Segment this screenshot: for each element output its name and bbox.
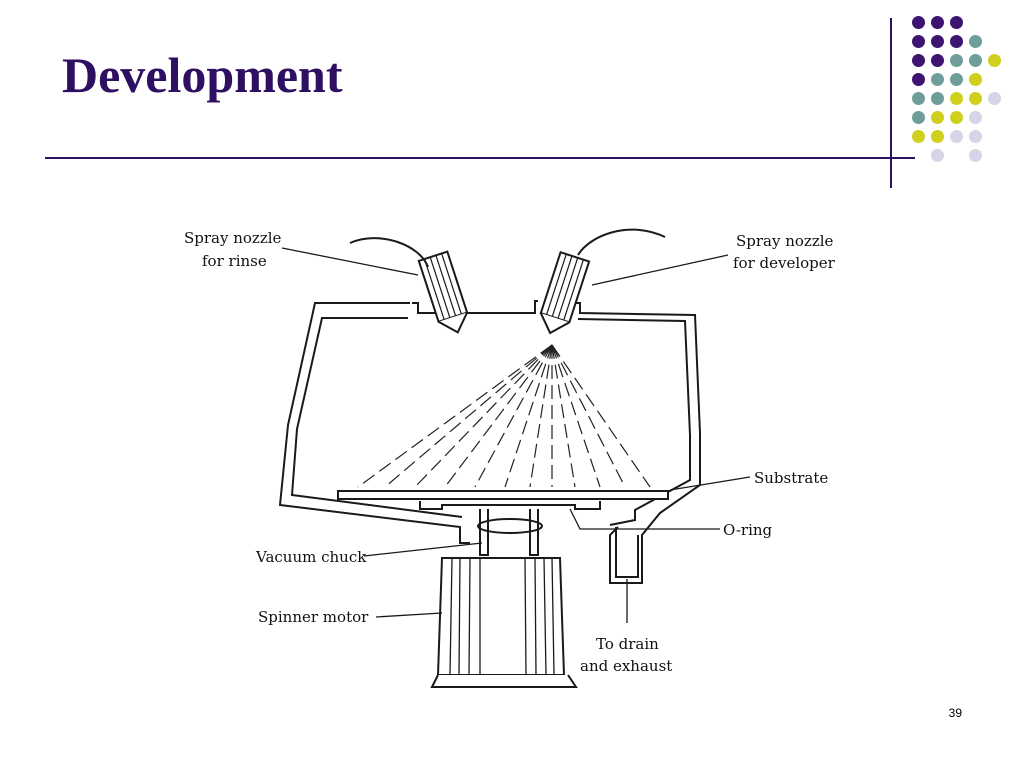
label-spray-rinse-line2: for rinse bbox=[202, 252, 267, 270]
leader-motor bbox=[375, 612, 443, 618]
dot bbox=[969, 54, 982, 67]
dot bbox=[950, 35, 963, 48]
dot bbox=[969, 73, 982, 86]
dot bbox=[950, 92, 963, 105]
dot bbox=[969, 130, 982, 143]
spinner-motor-base bbox=[430, 674, 578, 688]
dot bbox=[969, 35, 982, 48]
label-substrate: Substrate bbox=[754, 469, 828, 487]
dot bbox=[912, 35, 925, 48]
leader-substrate bbox=[669, 476, 751, 491]
developer-nozzle bbox=[539, 250, 591, 335]
decorative-dot-grid bbox=[0, 0, 1024, 200]
label-o-ring: O-ring bbox=[723, 521, 773, 539]
chuck-top bbox=[419, 501, 601, 510]
dot bbox=[912, 73, 925, 86]
chamber-outer-wall bbox=[412, 300, 701, 584]
dot bbox=[950, 130, 963, 143]
dot bbox=[988, 92, 1001, 105]
dot bbox=[931, 54, 944, 67]
chamber-inner-wall bbox=[290, 317, 463, 518]
dot bbox=[950, 16, 963, 29]
dot bbox=[912, 130, 925, 143]
dot bbox=[912, 92, 925, 105]
label-drain-line2: and exhaust bbox=[580, 657, 672, 675]
dot bbox=[912, 111, 925, 124]
vacuum-rotation-arrow bbox=[477, 518, 543, 534]
dot bbox=[969, 92, 982, 105]
dot bbox=[931, 92, 944, 105]
page-number: 39 bbox=[948, 706, 962, 720]
slide-title: Development bbox=[62, 47, 343, 103]
motor-ribs bbox=[449, 557, 555, 676]
dot bbox=[969, 111, 982, 124]
dot bbox=[931, 130, 944, 143]
dot bbox=[931, 111, 944, 124]
dot bbox=[950, 111, 963, 124]
dot bbox=[969, 149, 982, 162]
dot bbox=[931, 73, 944, 86]
rinse-nozzle bbox=[417, 250, 469, 334]
label-spinner-motor: Spinner motor bbox=[258, 608, 369, 626]
dot bbox=[988, 54, 1001, 67]
label-spray-developer-line1: Spray nozzle bbox=[736, 232, 834, 250]
leader-rinse bbox=[281, 247, 419, 276]
label-vacuum-chuck: Vacuum chuck bbox=[255, 548, 367, 566]
chamber-inner-right bbox=[577, 318, 691, 526]
vertical-divider bbox=[890, 18, 892, 188]
drain-pipe bbox=[615, 527, 639, 578]
dot bbox=[931, 35, 944, 48]
label-spray-developer-line2: for developer bbox=[733, 254, 836, 272]
chamber-outer-left bbox=[278, 302, 470, 544]
label-drain-line1: To drain bbox=[596, 635, 659, 653]
dot bbox=[931, 16, 944, 29]
dot bbox=[950, 73, 963, 86]
title-divider bbox=[45, 157, 915, 159]
development-spinner-diagram: Spray nozzle for rinse Spray nozzle for … bbox=[184, 228, 836, 688]
label-spray-rinse-line1: Spray nozzle bbox=[184, 229, 282, 247]
dot bbox=[912, 16, 925, 29]
leader-oring bbox=[569, 508, 720, 530]
dot bbox=[931, 149, 944, 162]
rinse-hose bbox=[349, 237, 429, 268]
dot bbox=[950, 54, 963, 67]
developer-hose bbox=[577, 228, 666, 256]
dot bbox=[912, 54, 925, 67]
developer-spray bbox=[357, 344, 651, 488]
leader-developer bbox=[591, 254, 729, 286]
leader-vacuum bbox=[363, 542, 483, 557]
substrate-plate bbox=[337, 490, 669, 500]
